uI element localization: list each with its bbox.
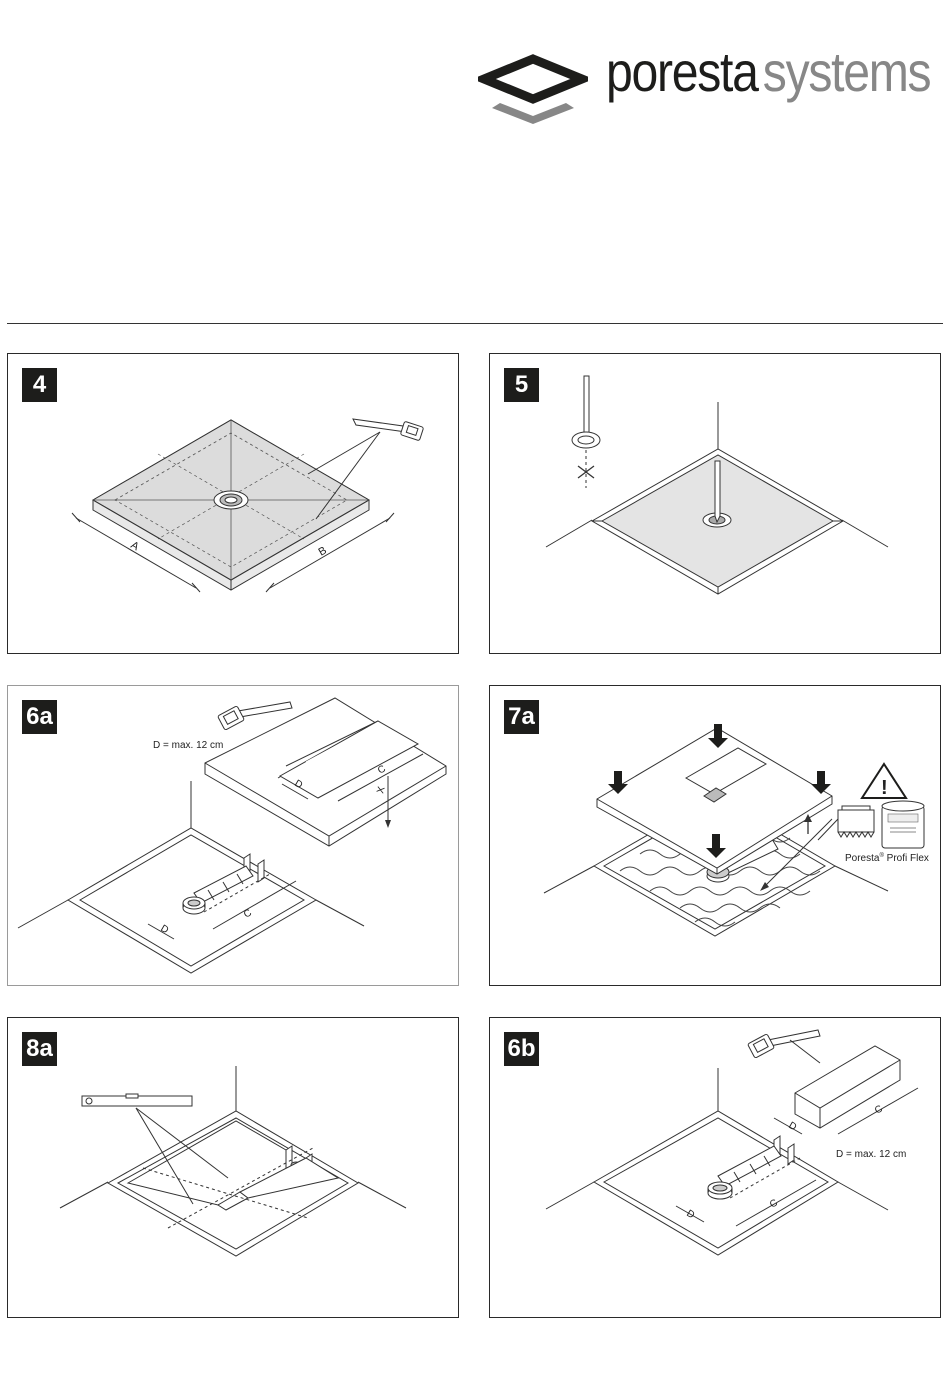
saw-icon: [353, 419, 424, 441]
panel-step-6a: D C D C X D = max. 12 cm 6a: [7, 685, 459, 986]
svg-text:!: !: [881, 777, 888, 799]
step-6b-illustration: D C D C D = max. 12 cm: [490, 1018, 942, 1319]
label-c-board: C: [873, 1103, 885, 1116]
step-number: 6b: [504, 1032, 539, 1066]
brand-logo: porestasystems: [478, 50, 948, 125]
logo-mark-icon: [478, 53, 588, 125]
step-4-illustration: A B: [8, 354, 460, 655]
step-number: 7a: [504, 700, 539, 734]
step-8a-illustration: [8, 1018, 460, 1319]
step-number: 4: [22, 368, 57, 402]
spirit-level-icon: [82, 1094, 192, 1106]
dim-note: D = max. 12 cm: [153, 740, 223, 751]
warning-icon: !: [862, 764, 906, 799]
dim-note: D = max. 12 cm: [836, 1149, 906, 1160]
panel-step-5: 5: [489, 353, 941, 654]
adhesive-bucket-icon: [882, 801, 924, 848]
step-number: 6a: [22, 700, 57, 734]
header-divider: [7, 323, 943, 324]
label-b: B: [317, 545, 329, 559]
saw-icon: [748, 1030, 820, 1058]
step-7a-illustration: ! Poresta® Profi Flex: [490, 686, 942, 987]
panel-step-7a: ! Poresta® Profi Flex 7a: [489, 685, 941, 986]
panel-step-6b: D C D C D = max. 12 cm 6b: [489, 1017, 941, 1318]
brand-wordmark: porestasystems: [606, 44, 930, 100]
step-number: 5: [504, 368, 539, 402]
trowel-icon: [838, 806, 874, 837]
product-label: Poresta® Profi Flex: [845, 852, 929, 864]
panel-step-8a: 8a: [7, 1017, 459, 1318]
brand-word-secondary: systems: [763, 40, 931, 103]
step-6a-illustration: D C D C X D = max. 12 cm: [8, 686, 460, 987]
step-5-illustration: [490, 354, 942, 655]
panel-step-4: A B 4: [7, 353, 459, 654]
label-a: A: [129, 539, 142, 553]
probe-icon: [572, 376, 600, 488]
step-number: 8a: [22, 1032, 57, 1066]
brand-word-primary: poresta: [606, 40, 758, 103]
